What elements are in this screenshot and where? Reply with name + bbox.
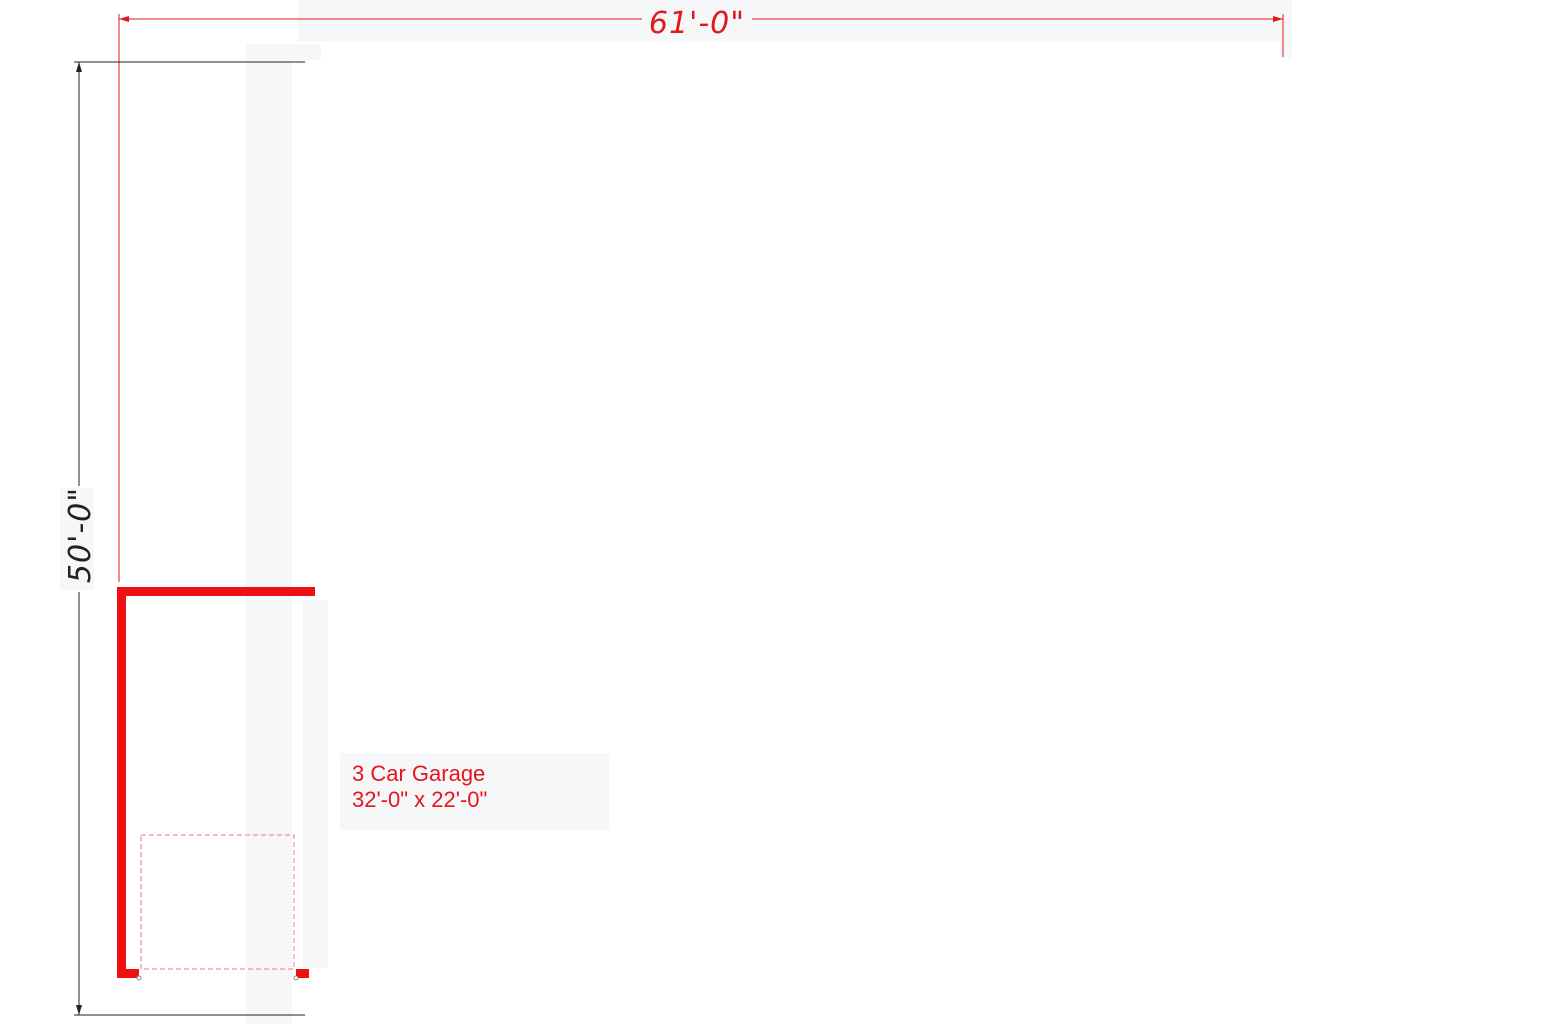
background-shading bbox=[60, 0, 1292, 1024]
door-jamb-right bbox=[293, 975, 299, 981]
room-label-garage: 3 Car Garage 32'-0" x 22'-0" bbox=[340, 753, 609, 830]
garage-wall-bottom-left bbox=[117, 969, 139, 978]
garage-walls bbox=[117, 587, 315, 978]
garage-wall-left bbox=[117, 587, 126, 978]
depth-label-band bbox=[60, 488, 94, 590]
depth-arrow-bottom bbox=[76, 1005, 82, 1015]
left-wall-band bbox=[246, 44, 292, 1024]
width-arrow-left bbox=[119, 16, 129, 22]
garage-wall-bottom-right bbox=[296, 969, 309, 978]
depth-dimension-label: 50'-0" bbox=[63, 487, 98, 583]
door-jambs bbox=[136, 975, 299, 981]
depth-dimension: 50'-0" bbox=[63, 61, 305, 1016]
width-arrow-right bbox=[1273, 16, 1283, 22]
depth-arrow-top bbox=[76, 62, 82, 72]
garage-wall-top bbox=[117, 587, 315, 596]
garage-side-band bbox=[303, 600, 328, 968]
room-size: 32'-0" x 22'-0" bbox=[352, 787, 488, 812]
top-dimension-band-right bbox=[1280, 0, 1292, 58]
garage-door-swing-area bbox=[140, 834, 295, 970]
width-dimension: 61'-0" bbox=[118, 6, 1284, 582]
door-jamb-left bbox=[136, 975, 142, 981]
garage-door-outline bbox=[140, 834, 295, 970]
room-name: 3 Car Garage bbox=[352, 761, 486, 786]
top-dimension-band bbox=[298, 0, 1291, 42]
width-dimension-label: 61'-0" bbox=[649, 6, 745, 41]
left-wall-band-top bbox=[246, 44, 321, 60]
